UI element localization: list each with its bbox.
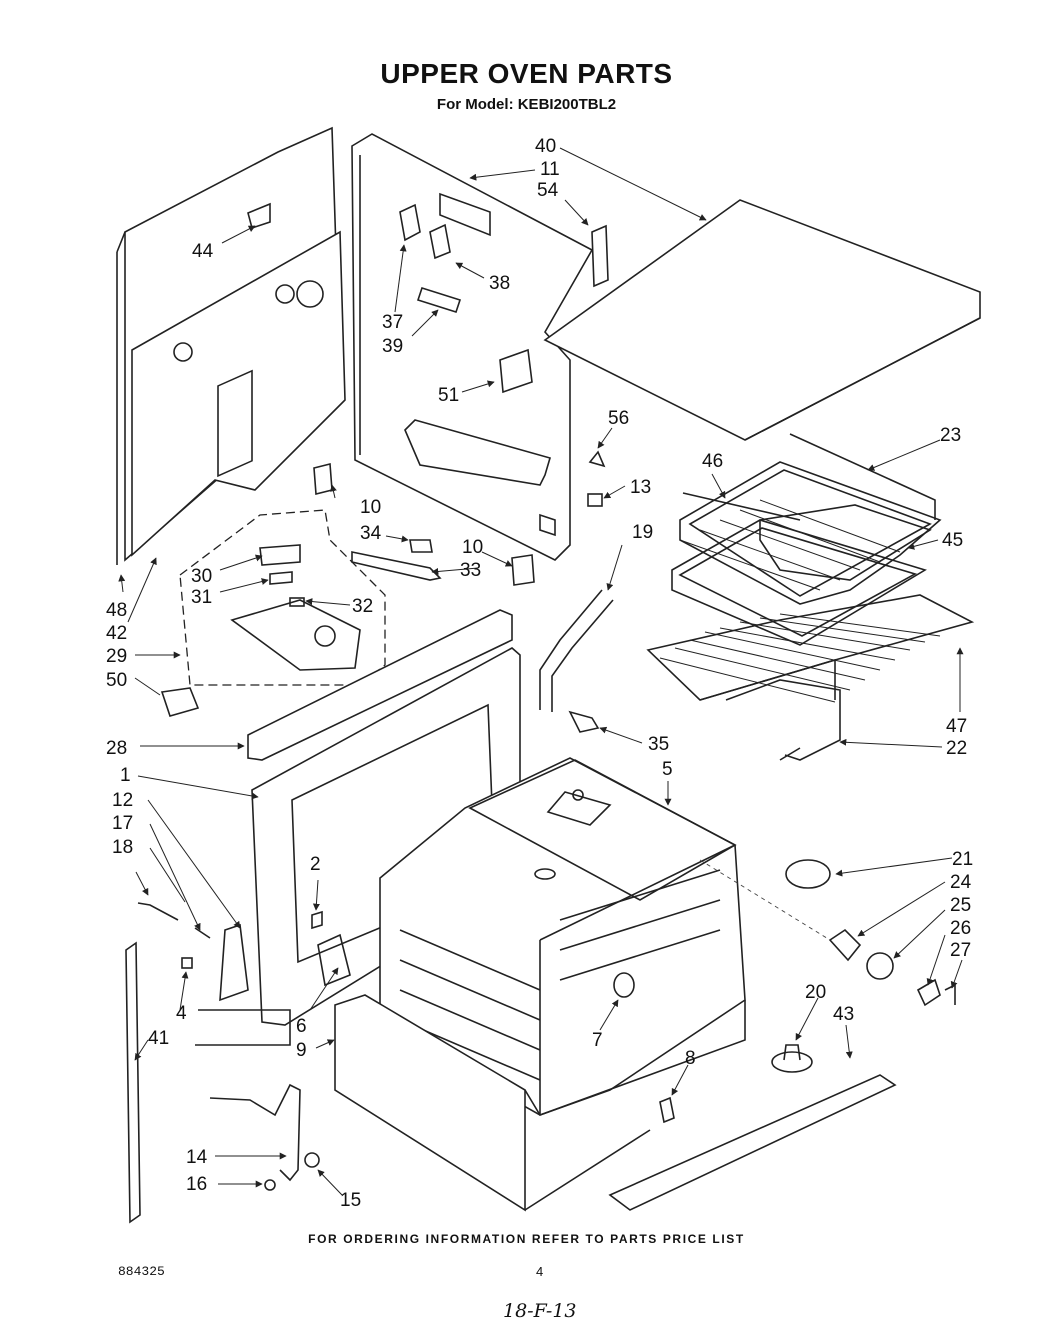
hinge-arm [219,923,249,1002]
bracket-50 [160,687,200,717]
broil-element-assembly [671,433,942,646]
callout-28: 28 [106,738,127,759]
callout-22: 22 [946,738,967,759]
callout-39: 39 [382,336,403,357]
handwritten-note: 18-F-13 [503,1300,577,1322]
sensor-34 [409,539,433,553]
callout-31: 31 [191,587,212,608]
rear-oven-panel [351,133,594,561]
callout-23: 23 [940,425,961,446]
page-number: 4 [536,1264,544,1279]
nut-4 [181,957,193,969]
callout-34: 34 [360,523,382,544]
callout-47: 47 [946,716,967,737]
grommet-56 [588,450,606,468]
bracket-6 [317,933,351,987]
callout-33: 33 [460,560,481,581]
callout-13: 13 [630,477,651,498]
screw-15 [304,1152,320,1168]
model-subtitle: For Model: KEBI200TBL2 [436,96,617,113]
callout-35: 35 [648,734,669,755]
callout-4: 4 [176,1003,187,1024]
callout-7: 7 [592,1030,603,1051]
callout-44: 44 [192,241,214,262]
bracket-54 [591,224,609,288]
oven-rack-assembly [646,594,975,761]
callout-45: 45 [942,530,963,551]
spring-18 [137,902,179,921]
front-frame-bar [247,609,513,761]
callout-38: 38 [489,273,510,294]
lamp-lens-21 [785,859,831,889]
callout-32: 32 [352,596,373,617]
top-panel [543,199,981,441]
callout-1: 1 [120,765,131,786]
callout-14: 14 [186,1147,208,1168]
callout-43: 43 [833,1004,854,1025]
callout-17: 17 [112,813,133,834]
callout-2: 2 [310,854,321,875]
callout-8: 8 [685,1048,696,1069]
screw-16 [264,1179,276,1191]
callout-16: 16 [186,1174,207,1195]
callout-26: 26 [950,918,971,939]
callout-48: 48 [106,600,127,621]
callout-25: 25 [950,895,971,916]
callout-10a: 10 [360,497,381,518]
callout-21: 21 [952,849,973,870]
callout-18: 18 [112,837,133,858]
pin-17 [194,927,211,939]
callout-42: 42 [106,623,127,644]
lamp-clip-27 [944,983,956,1005]
callout-11: 11 [540,159,560,180]
callout-37: 37 [382,312,403,333]
callout-30: 30 [191,566,212,587]
callout-56: 56 [608,408,629,429]
callout-12: 12 [112,790,133,811]
door-hinge-14 [195,1009,291,1046]
callout-51: 51 [438,385,459,406]
broiler-drawer-box [334,994,526,1212]
lamp-bulb-25 [866,952,894,980]
ordering-info-footer: FOR ORDERING INFORMATION REFER TO PARTS … [308,1232,745,1246]
callout-50: 50 [106,670,127,691]
callout-15: 15 [340,1190,361,1211]
bracket-33 [351,551,442,581]
clip-13 [587,493,603,507]
leader-lines [118,147,964,1196]
document-number: 884325 [118,1264,165,1279]
page-title: UPPER OVEN PARTS [380,58,673,89]
lamp-socket-20 [771,1044,813,1073]
switch-35 [568,710,600,733]
callout-40: 40 [535,136,556,157]
callout-46: 46 [702,451,723,472]
callout-54: 54 [537,180,559,201]
callout-10b: 10 [462,537,483,558]
spacer-10-right [511,554,535,586]
spacer-10-left [313,462,333,496]
lamp-cover-26 [916,978,941,1007]
callout-5: 5 [662,759,673,780]
callout-41: 41 [148,1028,169,1049]
callout-27: 27 [950,940,971,961]
trim-strip-43 [608,1074,897,1211]
callout-6: 6 [296,1016,307,1037]
lamp-receptacle-24 [828,928,862,962]
rear-insulation-panel [116,126,346,565]
clip-8 [659,1096,675,1124]
callout-9: 9 [296,1040,307,1061]
hinge-side-41 [125,941,141,1224]
callout-29: 29 [106,646,127,667]
callout-labels: 40 11 54 44 38 37 39 51 56 23 46 13 10 1… [106,136,973,1211]
pin-2 [311,910,323,930]
vent-tube [539,589,603,710]
callout-19: 19 [632,522,653,543]
callout-24: 24 [950,872,972,893]
callout-20: 20 [805,982,826,1003]
